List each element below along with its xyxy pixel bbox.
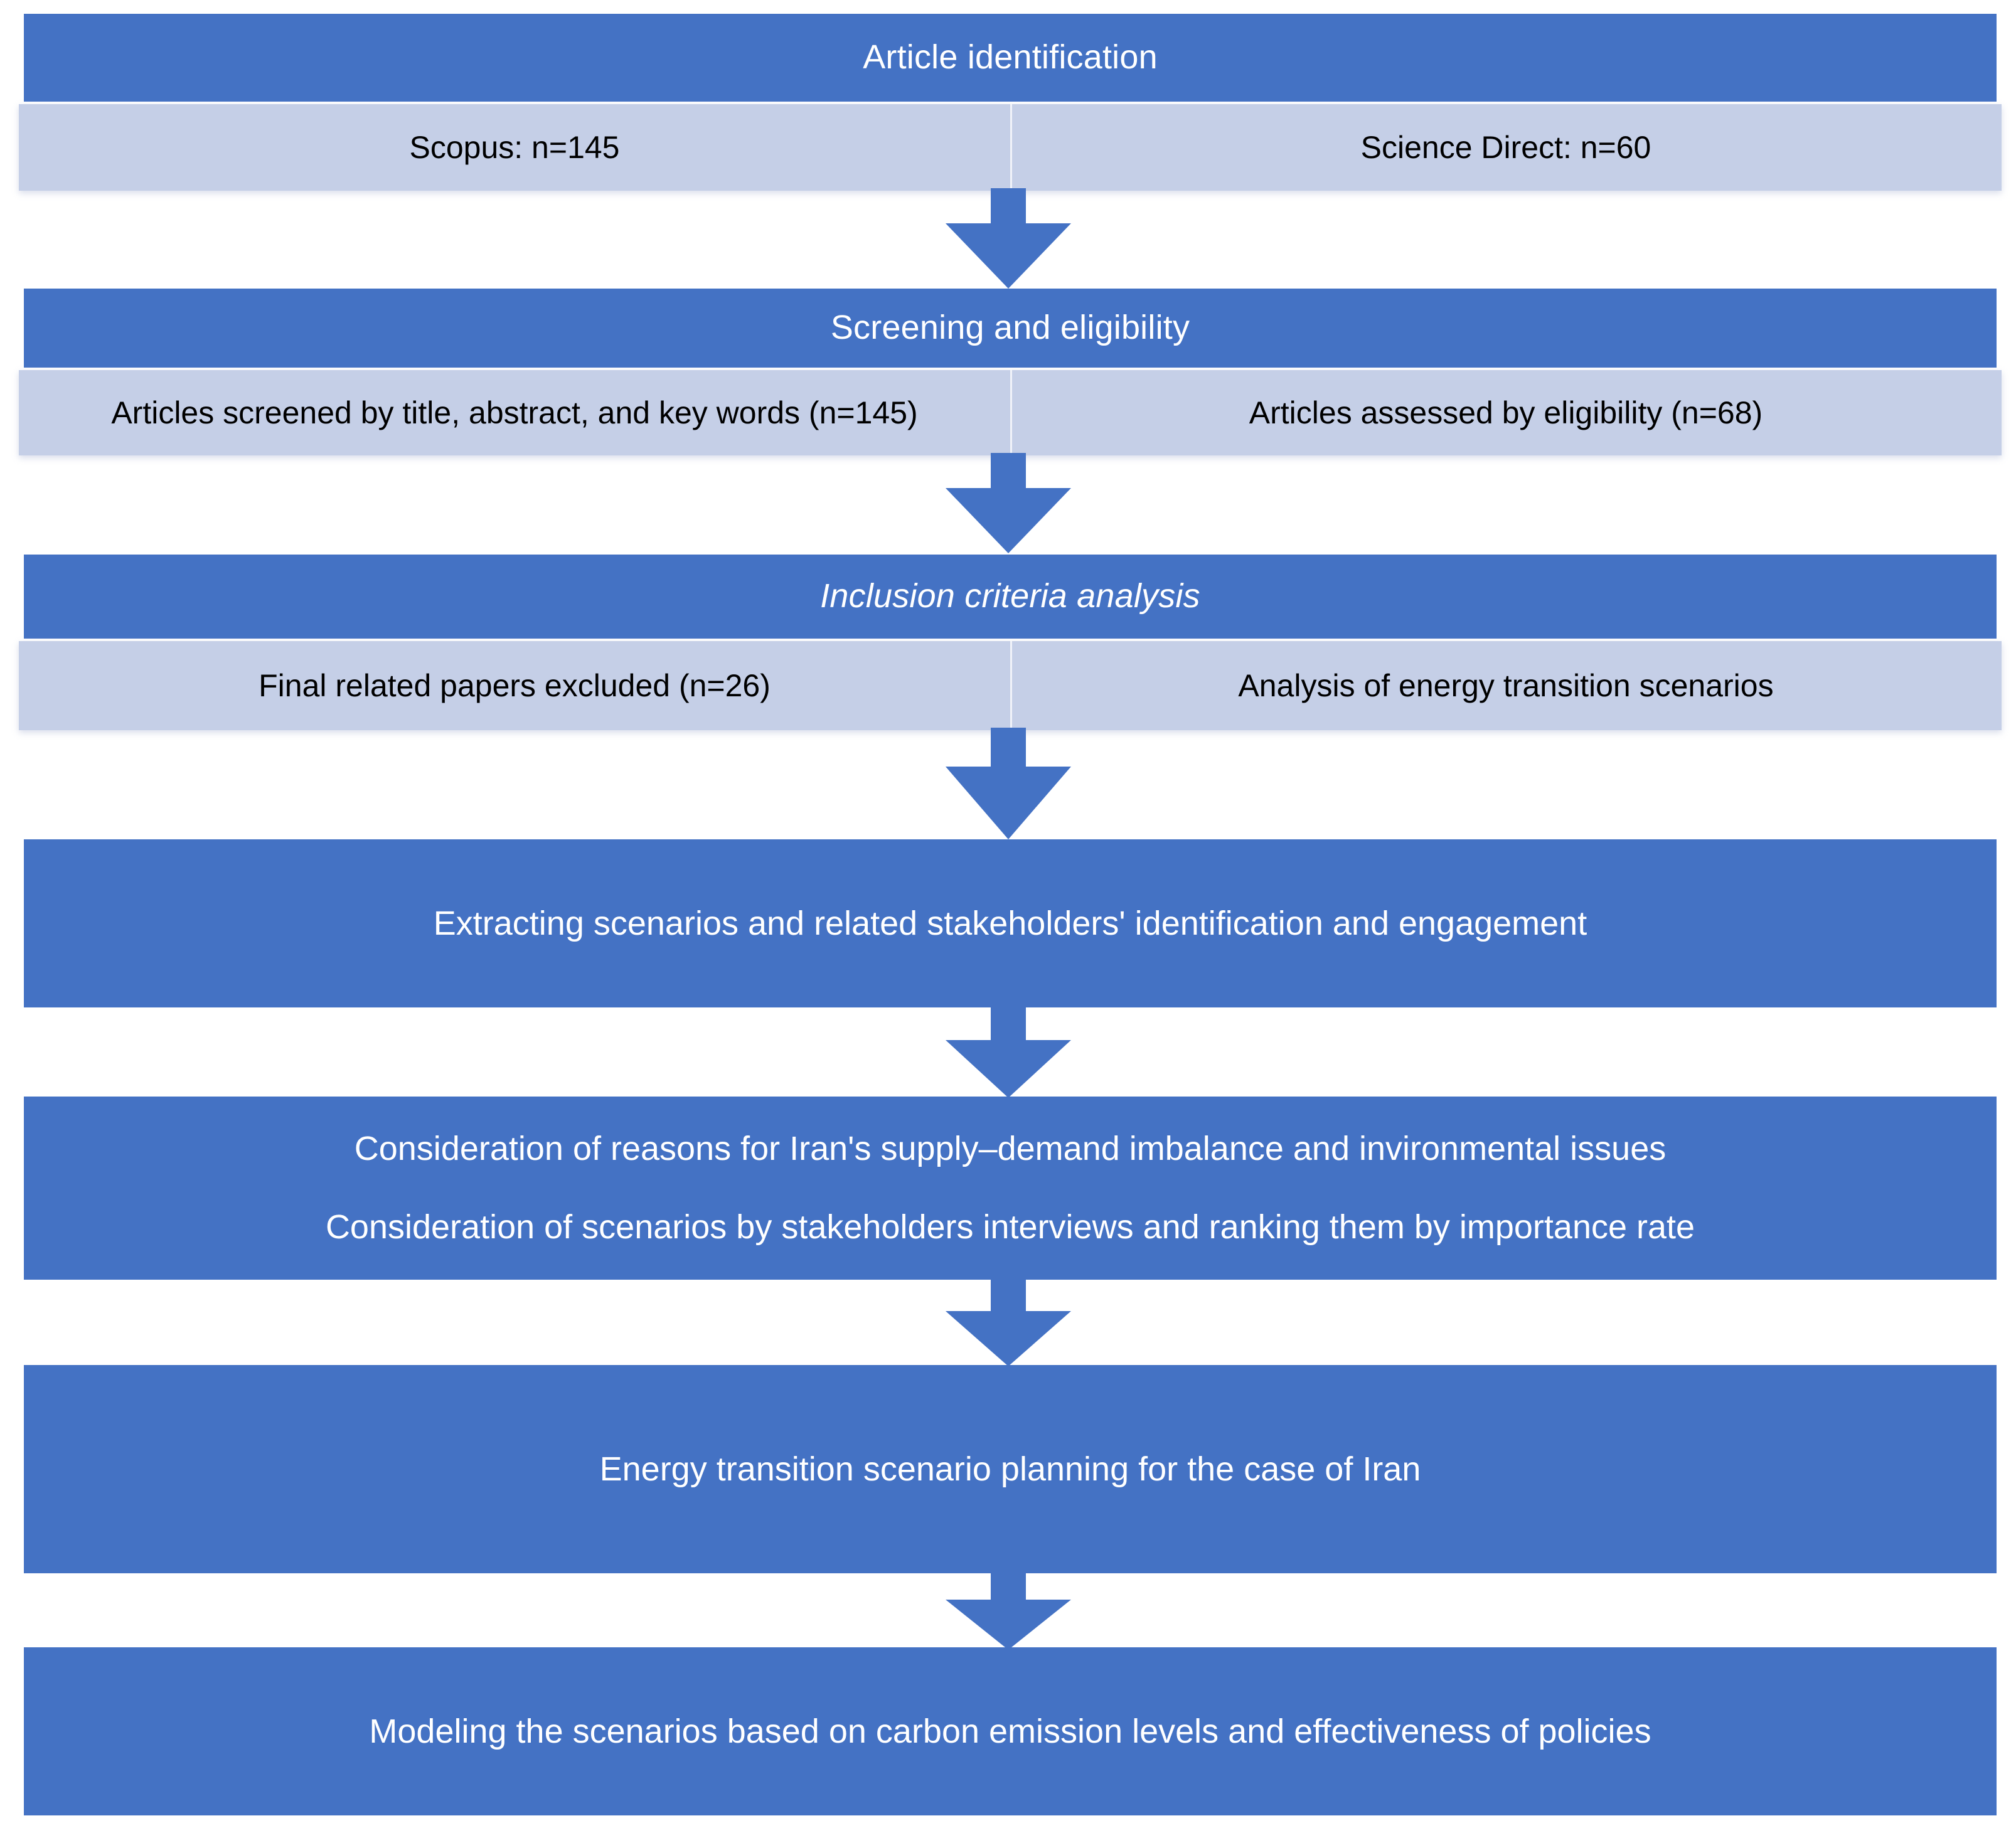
- stage-sub-right-label: Analysis of energy transition scenarios: [1238, 668, 1774, 703]
- stage-sub-right-label: Articles assessed by eligibility (n=68): [1249, 395, 1763, 430]
- stage-header-label: Inclusion criteria analysis: [820, 577, 1200, 615]
- stage-sub-right-label: Science Direct: n=60: [1360, 130, 1651, 165]
- stage-sub-left-label: Scopus: n=145: [409, 130, 620, 165]
- stage-sub-left-identification: Scopus: n=145: [19, 129, 1010, 166]
- block-planning: Energy transition scenario planning for …: [24, 1365, 1997, 1573]
- stage-sub-identification: Scopus: n=145 Science Direct: n=60: [19, 104, 2002, 191]
- arrow-5-down-icon: [945, 1278, 1071, 1366]
- stage-sub-left-label: Final related papers excluded (n=26): [259, 668, 771, 703]
- stage-header-label: Screening and eligibility: [830, 309, 1190, 347]
- stage-sub-right-inclusion: Analysis of energy transition scenarios: [1010, 667, 2002, 704]
- arrow-3-down-icon: [945, 728, 1071, 839]
- arrow-2-down-icon: [945, 453, 1071, 553]
- block-extracting: Extracting scenarios and related stakeho…: [24, 839, 1997, 1007]
- block-modeling: Modeling the scenarios based on carbon e…: [24, 1647, 1997, 1815]
- block-consideration: Consideration of reasons for Iran's supp…: [24, 1097, 1997, 1280]
- arrow-1-down-icon: [945, 188, 1071, 289]
- stage-sub-right-identification: Science Direct: n=60: [1010, 129, 2002, 166]
- stage-sub-right-screening: Articles assessed by eligibility (n=68): [1010, 395, 2002, 431]
- block-line: Consideration of scenarios by stakeholde…: [325, 1208, 1695, 1246]
- stage-sub-left-label: Articles screened by title, abstract, an…: [111, 395, 918, 430]
- stage-sub-left-inclusion: Final related papers excluded (n=26): [19, 667, 1010, 704]
- stage-sub-inclusion: Final related papers excluded (n=26) Ana…: [19, 641, 2002, 730]
- block-line: Consideration of reasons for Iran's supp…: [354, 1130, 1667, 1168]
- arrow-6-down-icon: [945, 1572, 1071, 1650]
- block-line: Extracting scenarios and related stakeho…: [433, 904, 1587, 942]
- stage-sub-screening: Articles screened by title, abstract, an…: [19, 370, 2002, 455]
- stage-header-identification: Article identification: [24, 14, 1997, 102]
- arrow-4-down-icon: [945, 1006, 1071, 1098]
- stage-sub-left-screening: Articles screened by title, abstract, an…: [19, 395, 1010, 431]
- stage-sub-divider: [1010, 370, 1012, 455]
- block-line: Energy transition scenario planning for …: [599, 1450, 1421, 1488]
- stage-sub-divider: [1010, 104, 1012, 191]
- stage-header-label: Article identification: [863, 38, 1158, 77]
- stage-header-inclusion: Inclusion criteria analysis: [24, 555, 1997, 639]
- stage-sub-divider: [1010, 641, 1012, 730]
- block-line: Modeling the scenarios based on carbon e…: [369, 1712, 1651, 1750]
- stage-header-screening: Screening and eligibility: [24, 289, 1997, 368]
